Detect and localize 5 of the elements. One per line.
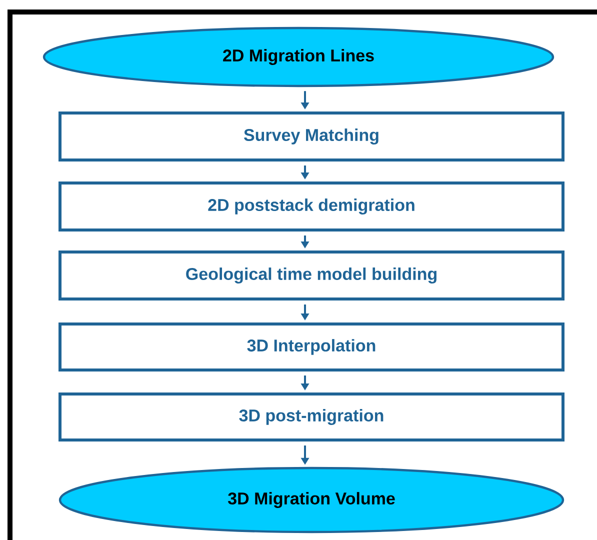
process-box: Geological time model building [58, 250, 564, 300]
process-box: 2D poststack demigration [58, 182, 564, 232]
process-box: Survey Matching [58, 112, 564, 162]
process-box: 3D Interpolation [58, 322, 564, 372]
process-box: 3D post-migration [58, 392, 564, 442]
